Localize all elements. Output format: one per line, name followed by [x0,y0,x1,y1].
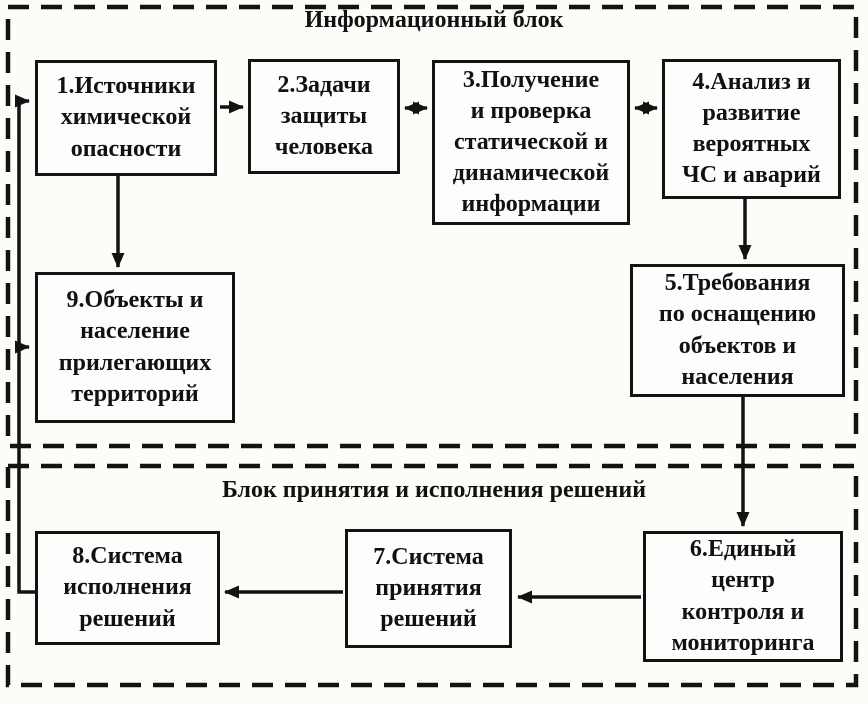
node-8-label: 8.Система исполнения решений [63,543,192,632]
node-1-label: 1.Источники химической опасности [56,73,196,162]
node-6-unified-control-center: 6.Единый центр контроля и мониторинга [643,531,843,662]
info-block-title: Информационный блок [304,7,564,33]
decision-block-border [5,463,859,688]
node-7-label: 7.Система принятия решений [373,543,484,633]
node-7-decision-making-system: 7.Система принятия решений [345,529,512,648]
node-5-equipment-requirements: 5.Требования по оснащению объектов и нас… [630,264,845,397]
node-4-label: 4.Анализ и развитие вероятных ЧС и авари… [682,68,821,189]
node-3-label: 3.Получение и проверка статической и дин… [452,66,610,218]
node-6-label: 6.Единый центр контроля и мониторинга [671,536,815,656]
node-1-chemical-hazard-sources: 1.Источники химической опасности [35,60,217,176]
node-8-decision-execution-system: 8.Система исполнения решений [35,531,220,645]
node-9-label: 9.Объекты и население прилегающих террит… [58,287,212,407]
node-9-adjacent-territories: 9.Объекты и население прилегающих террит… [35,272,235,423]
node-4-emergency-analysis: 4.Анализ и развитие вероятных ЧС и авари… [662,59,841,199]
node-3-information-collection-verification: 3.Получение и проверка статической и дин… [432,60,630,225]
node-2-label: 2.Задачи защиты человека [274,71,374,161]
node-2-human-protection-tasks: 2.Задачи защиты человека [248,59,400,174]
node-5-label: 5.Требования по оснащению объектов и нас… [658,270,817,390]
decision-block-title: Блок принятия и исполнения решений [221,477,647,503]
info-block-border [5,4,859,449]
